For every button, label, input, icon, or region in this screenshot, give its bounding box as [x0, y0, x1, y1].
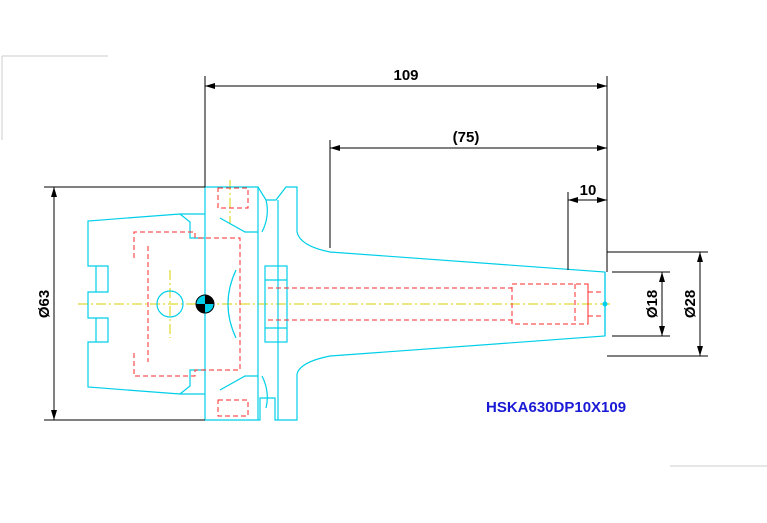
- flange-diameter-label: Ø63: [36, 290, 53, 318]
- frame-lines: [1, 55, 767, 467]
- flange-outline: [204, 186, 298, 421]
- gauge-point-symbol: [195, 294, 608, 314]
- extension-body-outline: [296, 231, 606, 375]
- nose-diameter-label: Ø28: [682, 290, 699, 318]
- dimension-nose-diameter: Ø28: [607, 251, 708, 357]
- projection-length-label: (75): [453, 129, 480, 146]
- part-number-label: HSKA630DP10X109: [486, 399, 626, 416]
- dimension-projection-length: (75): [329, 129, 607, 248]
- overall-length-label: 109: [393, 67, 418, 84]
- center-line: [78, 180, 612, 338]
- hidden-lines: [133, 187, 602, 417]
- dimension-tip-length: 10: [567, 182, 607, 270]
- bore-diameter-label: Ø18: [644, 290, 661, 318]
- dimension-flange-diameter: Ø63: [36, 186, 205, 421]
- dimension-overall-length: 109: [204, 67, 608, 272]
- dimension-bore-diameter: Ø18: [612, 271, 670, 337]
- tip-length-label: 10: [580, 182, 597, 199]
